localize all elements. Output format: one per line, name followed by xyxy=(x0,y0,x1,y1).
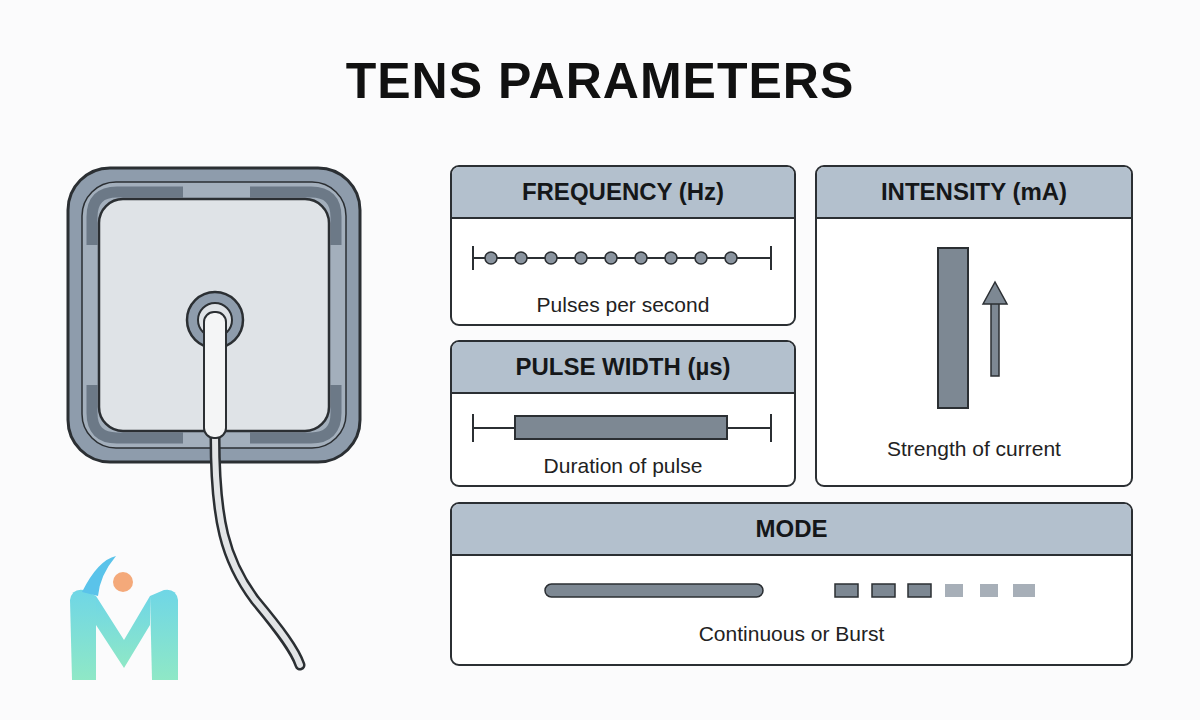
parameter-panel: MODE Continuous or Burst xyxy=(450,502,1133,666)
panel-heading: INTENSITY (mA) xyxy=(881,178,1067,206)
panel-heading: FREQUENCY (Hz) xyxy=(522,178,724,206)
parameter-panel: PULSE WIDTH (µs) Duration of pulse xyxy=(450,340,796,487)
panel-header: FREQUENCY (Hz) xyxy=(452,167,794,219)
pulse-dots xyxy=(473,246,771,270)
parameter-panel: FREQUENCY (Hz) Pulses per second xyxy=(450,165,796,326)
panel-caption: Pulses per second xyxy=(452,293,794,317)
panel-header: PULSE WIDTH (µs) xyxy=(452,342,794,394)
diagram-title: TENS PARAMETERS xyxy=(0,52,1200,110)
logo-mark xyxy=(70,556,178,680)
panel-caption: Duration of pulse xyxy=(452,454,794,478)
parameter-panel: INTENSITY (mA) Strength of current xyxy=(815,165,1133,487)
mode-signals xyxy=(545,584,1035,597)
panel-header: INTENSITY (mA) xyxy=(817,167,1131,219)
panel-heading: PULSE WIDTH (µs) xyxy=(515,353,730,381)
intensity-bar xyxy=(938,248,1007,408)
pulse-width-bar xyxy=(473,414,771,442)
electrode-pad xyxy=(68,168,360,665)
panel-heading: MODE xyxy=(756,515,828,543)
panel-caption: Continuous or Burst xyxy=(452,622,1131,646)
panel-caption: Strength of current xyxy=(817,437,1131,461)
panel-header: MODE xyxy=(452,504,1131,556)
